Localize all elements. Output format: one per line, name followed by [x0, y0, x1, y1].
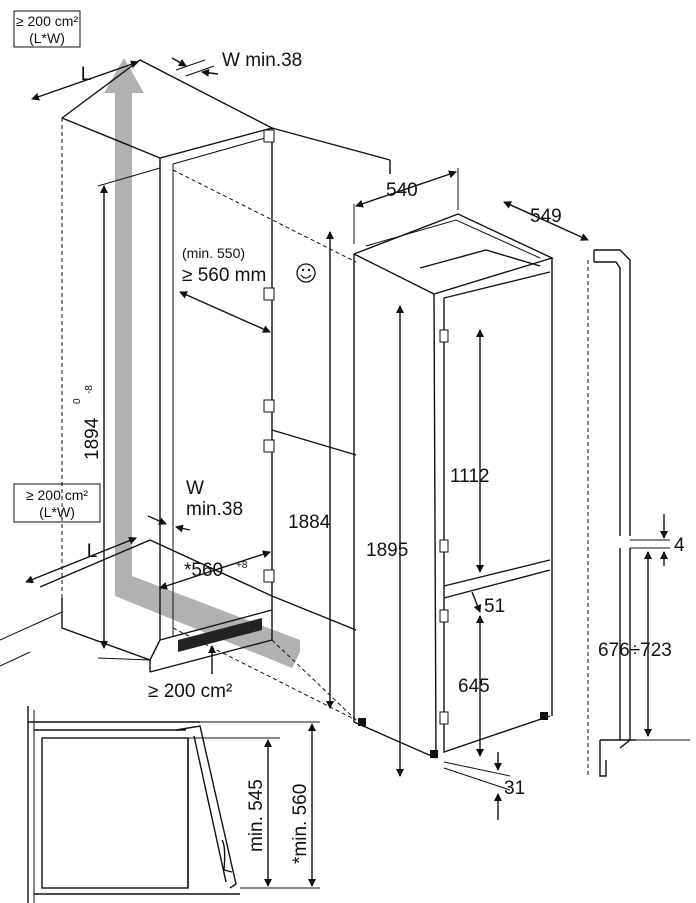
ventilation-bottom: ≥ 200 cm² [148, 645, 232, 702]
freezer-door-label: 645 [458, 676, 490, 697]
niche-width-label: *560 [184, 560, 223, 581]
dim-W-top: W min.38 [171, 50, 302, 77]
dim-base-31: 31 [443, 752, 525, 820]
cabinet-height-label: 1884 [288, 512, 331, 533]
dim-L-top: L [31, 60, 139, 101]
niche-height-tol-down: -8 [84, 385, 95, 394]
W-mid-label-1: W [186, 478, 204, 499]
dim-gap-4: 4 [630, 514, 685, 566]
dim-appliance-depth: 549 [503, 201, 589, 241]
dim-min-560: *min. 560 [290, 723, 316, 887]
dim-niche-depth: (min. 550) ≥ 560 mm [179, 245, 316, 333]
fridge-door-label: 1112 [450, 466, 489, 487]
niche-depth-min-label: (min. 550) [182, 245, 245, 261]
W-top-label: W min.38 [222, 50, 302, 71]
dim-gap-51: 51 [471, 591, 505, 617]
dim-appliance-height: 1895 [366, 305, 408, 777]
dim-appliance-width: 540 [353, 168, 459, 244]
dim-min-545: min. 545 [246, 739, 272, 887]
niche-cabinet [0, 59, 391, 721]
ventilation-mid-label: ≥ 200 cm² [26, 487, 88, 503]
ventilation-mid-sublabel: (L*W) [39, 504, 75, 520]
niche-height-label: 1894 [82, 417, 103, 460]
niche-width-tol: +8 [236, 560, 248, 571]
airflow-arrow-icon [104, 58, 300, 668]
W-mid-label-2: min.38 [186, 499, 243, 520]
niche-depth-label: ≥ 560 mm [182, 265, 266, 286]
dim-door-range: 676÷723 [598, 551, 690, 741]
gap-4-label: 4 [674, 535, 685, 556]
niche-height-tol-up: 0 [72, 398, 83, 404]
dim-L-mid: L [25, 536, 137, 584]
dim-niche-width: *560 +8 [159, 550, 271, 590]
dim-cabinet-height: 1884 [288, 231, 334, 709]
min-545-label: min. 545 [246, 779, 267, 852]
base-31-label: 31 [504, 778, 525, 799]
door-range-label: 676÷723 [598, 640, 672, 661]
dim-fridge-door: 1112 [450, 329, 489, 573]
ventilation-top-label: ≥ 200 cm² [16, 13, 78, 29]
smiley-icon [296, 263, 316, 283]
ventilation-bottom-label: ≥ 200 cm² [148, 681, 232, 702]
appliance-depth-label: 549 [530, 206, 562, 227]
appliance [353, 213, 554, 759]
door-profile [587, 249, 636, 777]
ventilation-top-sublabel: (L*W) [29, 30, 65, 46]
gap-51-label: 51 [484, 596, 505, 617]
dim-W-mid: W min.38 [147, 478, 243, 533]
L-top-label: L [81, 64, 92, 85]
ventilation-mid-box: ≥ 200 cm² (L*W) [13, 483, 101, 523]
ventilation-top-box: ≥ 200 cm² (L*W) [13, 10, 81, 48]
L-mid-label: L [87, 541, 98, 562]
dim-freezer-door: 645 [458, 615, 490, 757]
min-560-label: *min. 560 [290, 784, 311, 864]
appliance-height-label: 1895 [366, 540, 408, 561]
section-detail [27, 706, 320, 903]
appliance-width-label: 540 [386, 180, 418, 201]
